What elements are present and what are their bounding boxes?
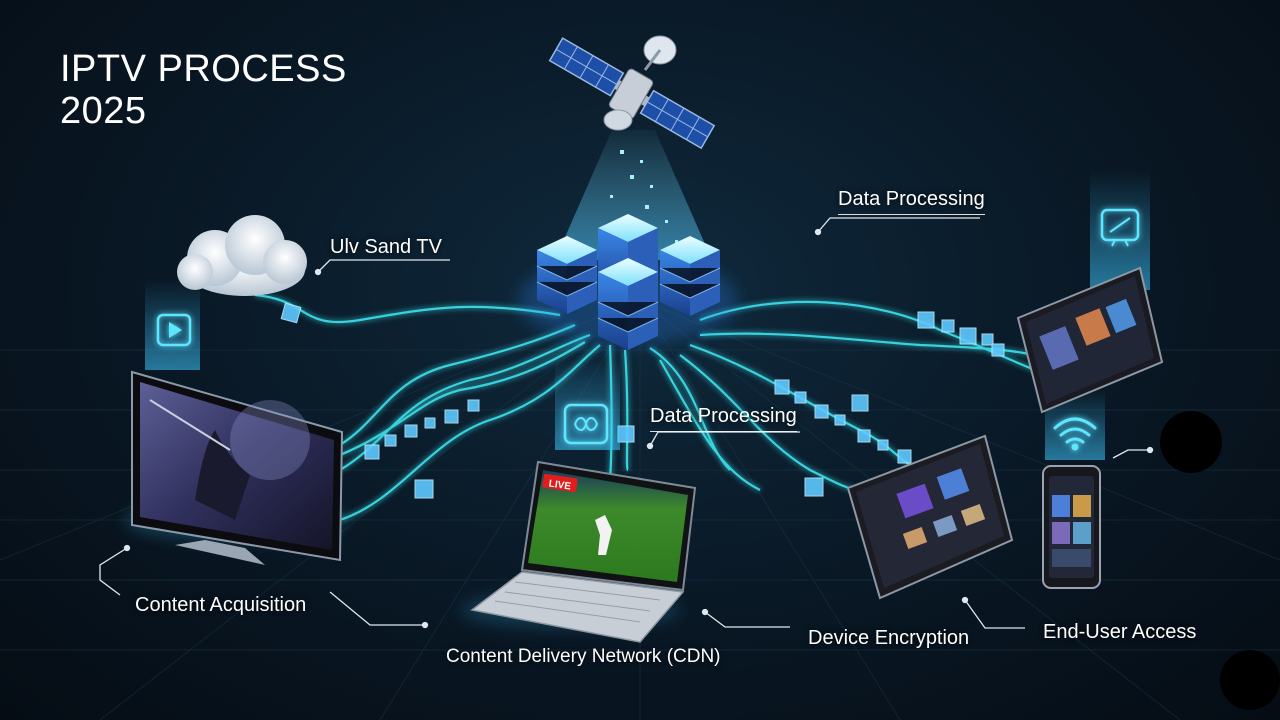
play-icon xyxy=(156,313,192,347)
display-device xyxy=(1016,266,1164,414)
page-title: IPTV PROCESS 2025 xyxy=(60,48,347,132)
leader-lines xyxy=(99,217,1154,629)
television-device xyxy=(125,370,345,565)
decor-dot xyxy=(1160,411,1222,473)
label-cloud: Ulv Sand TV xyxy=(330,236,442,258)
data-cubes xyxy=(280,302,1005,499)
decor-dot xyxy=(1220,650,1280,710)
laptop-device xyxy=(460,460,697,643)
title-line-2: 2025 xyxy=(60,90,147,132)
wifi-icon xyxy=(1053,417,1097,451)
infinity-icon xyxy=(563,403,609,445)
label-end-user-access: End-User Access xyxy=(1043,621,1197,643)
cloud-icon xyxy=(177,215,307,296)
label-data-processing-center: Data Processing xyxy=(650,405,797,432)
smartphone-device xyxy=(1042,465,1101,589)
satellite-beam xyxy=(555,130,712,260)
label-cdn: Content Delivery Network (CDN) xyxy=(446,646,721,667)
tablet-device xyxy=(846,434,1014,600)
title-line-1: IPTV PROCESS xyxy=(60,48,347,90)
server-cluster-icon xyxy=(518,214,738,350)
tv-icon xyxy=(1100,208,1140,247)
label-device-encryption: Device Encryption xyxy=(808,627,970,649)
label-data-processing-top: Data Processing xyxy=(838,188,985,215)
label-content-acquisition: Content Acquisition xyxy=(135,594,307,616)
live-badge: LIVE xyxy=(548,478,572,492)
satellite-icon xyxy=(548,35,716,150)
